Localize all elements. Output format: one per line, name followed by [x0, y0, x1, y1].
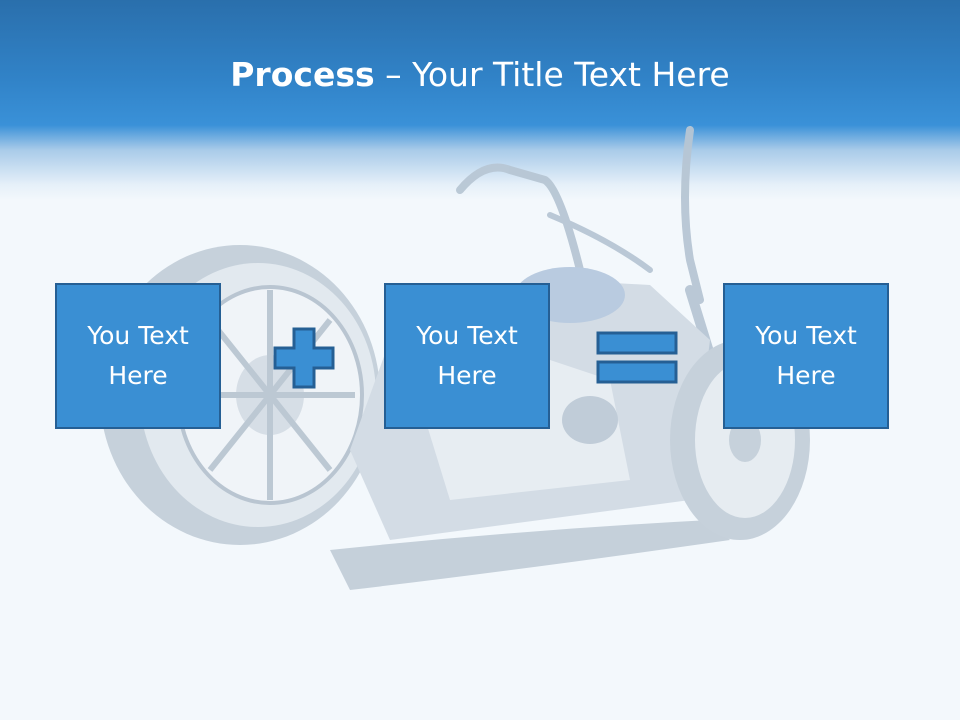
- process-box-1[interactable]: You Text Here: [55, 283, 221, 429]
- motorcycle-background-image: [100, 126, 810, 590]
- title-rest: – Your Title Text Here: [374, 55, 730, 94]
- process-box-3[interactable]: You Text Here: [723, 283, 889, 429]
- slide-title[interactable]: Process – Your Title Text Here: [0, 54, 960, 96]
- title-bar: [0, 0, 960, 200]
- process-box-2[interactable]: You Text Here: [384, 283, 550, 429]
- equals-icon: [596, 331, 678, 384]
- title-bold: Process: [230, 55, 375, 94]
- plus-icon: [273, 327, 335, 389]
